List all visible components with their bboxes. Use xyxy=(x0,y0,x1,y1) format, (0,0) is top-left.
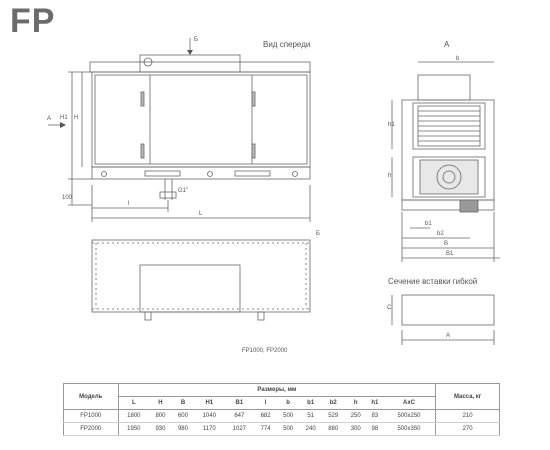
model-cell: FP2000 xyxy=(63,422,119,436)
technical-drawing xyxy=(48,38,500,345)
section-label: Сечение вставки гибкой xyxy=(388,277,478,286)
table-cell: 600 xyxy=(171,409,195,423)
col-header: AxC xyxy=(382,396,436,410)
dim-h: H xyxy=(74,115,79,121)
side-view-label: А xyxy=(444,40,450,49)
dim-section-a: A xyxy=(446,333,451,339)
col-header: B1 xyxy=(224,396,255,410)
table-cell: 1040 xyxy=(194,409,225,423)
dim-side-h1: h1 xyxy=(388,122,395,128)
flex-section-view xyxy=(391,294,495,345)
table-row: FP1000 1800 800 600 1040 647 682 500 51 … xyxy=(63,409,500,423)
model-cell: FP1000 xyxy=(63,409,119,423)
dim-h1: H1 xyxy=(60,115,68,121)
dim-a-left: А xyxy=(47,116,52,122)
dim-side-b1: b1 xyxy=(425,221,432,227)
spec-table-wrapper: Модель Размеры, мм Масса, кг L H B H1 B1… xyxy=(63,383,500,436)
dim-L: L xyxy=(199,211,203,217)
dim-g1: G1" xyxy=(178,188,189,194)
dim-b-bottom: Б xyxy=(316,231,320,237)
mass-header: Масса, кг xyxy=(435,383,500,410)
model-header: Модель xyxy=(63,383,119,410)
col-header: H xyxy=(149,396,172,410)
col-header: B xyxy=(171,396,195,410)
col-header: b1 xyxy=(299,396,322,410)
table-cell: 1800 xyxy=(118,409,150,423)
front-view xyxy=(48,38,311,222)
table-row: FP2000 1950 930 980 1170 1027 774 500 24… xyxy=(63,422,500,436)
table-cell: 1027 xyxy=(224,422,255,436)
mass-cell: 210 xyxy=(435,409,500,423)
table-cell: 98 xyxy=(367,422,383,436)
spec-table: Модель Размеры, мм Масса, кг L H B H1 B1… xyxy=(63,383,500,436)
col-header: b2 xyxy=(321,396,345,410)
dim-side-b: b xyxy=(456,56,460,62)
table-cell: 647 xyxy=(224,409,255,423)
table-cell: 500x250 xyxy=(382,409,436,423)
table-cell: 529 xyxy=(321,409,345,423)
dim-l: l xyxy=(128,201,130,207)
table-cell: 1170 xyxy=(194,422,225,436)
table-cell: 880 xyxy=(321,422,345,436)
top-view xyxy=(91,239,311,321)
col-header: h xyxy=(344,396,367,410)
dim-100: 100 xyxy=(62,195,73,201)
table-cell: 1950 xyxy=(118,422,150,436)
table-cell: 240 xyxy=(299,422,322,436)
dim-side-h: h xyxy=(388,173,392,179)
models-caption: FP1000, FP2000 xyxy=(242,348,288,354)
table-cell: 500 xyxy=(276,409,300,423)
table-cell: 300 xyxy=(344,422,367,436)
front-view-label: Вид спереди xyxy=(263,40,311,49)
col-header: h1 xyxy=(367,396,383,410)
table-cell: 83 xyxy=(367,409,383,423)
table-cell: 930 xyxy=(149,422,172,436)
dim-side-B1: B1 xyxy=(446,251,454,257)
col-header: l xyxy=(254,396,277,410)
col-header: H1 xyxy=(194,396,225,410)
table-cell: 682 xyxy=(254,409,277,423)
table-cell: 51 xyxy=(299,409,322,423)
mass-cell: 270 xyxy=(435,422,500,436)
table-cell: 500x350 xyxy=(382,422,436,436)
dim-section-c: C xyxy=(387,305,392,311)
dim-b-top: Б xyxy=(194,37,198,43)
dim-side-B: B xyxy=(444,241,449,247)
table-cell: 980 xyxy=(171,422,195,436)
table-cell: 774 xyxy=(254,422,277,436)
dim-side-b2: b2 xyxy=(437,231,444,237)
col-header: L xyxy=(118,396,150,410)
side-view xyxy=(391,61,500,262)
dimensions-group-header: Размеры, мм xyxy=(118,383,436,397)
page-title: FP xyxy=(10,2,56,40)
col-header: b xyxy=(276,396,300,410)
table-cell: 800 xyxy=(149,409,172,423)
table-cell: 250 xyxy=(344,409,367,423)
table-cell: 500 xyxy=(276,422,300,436)
